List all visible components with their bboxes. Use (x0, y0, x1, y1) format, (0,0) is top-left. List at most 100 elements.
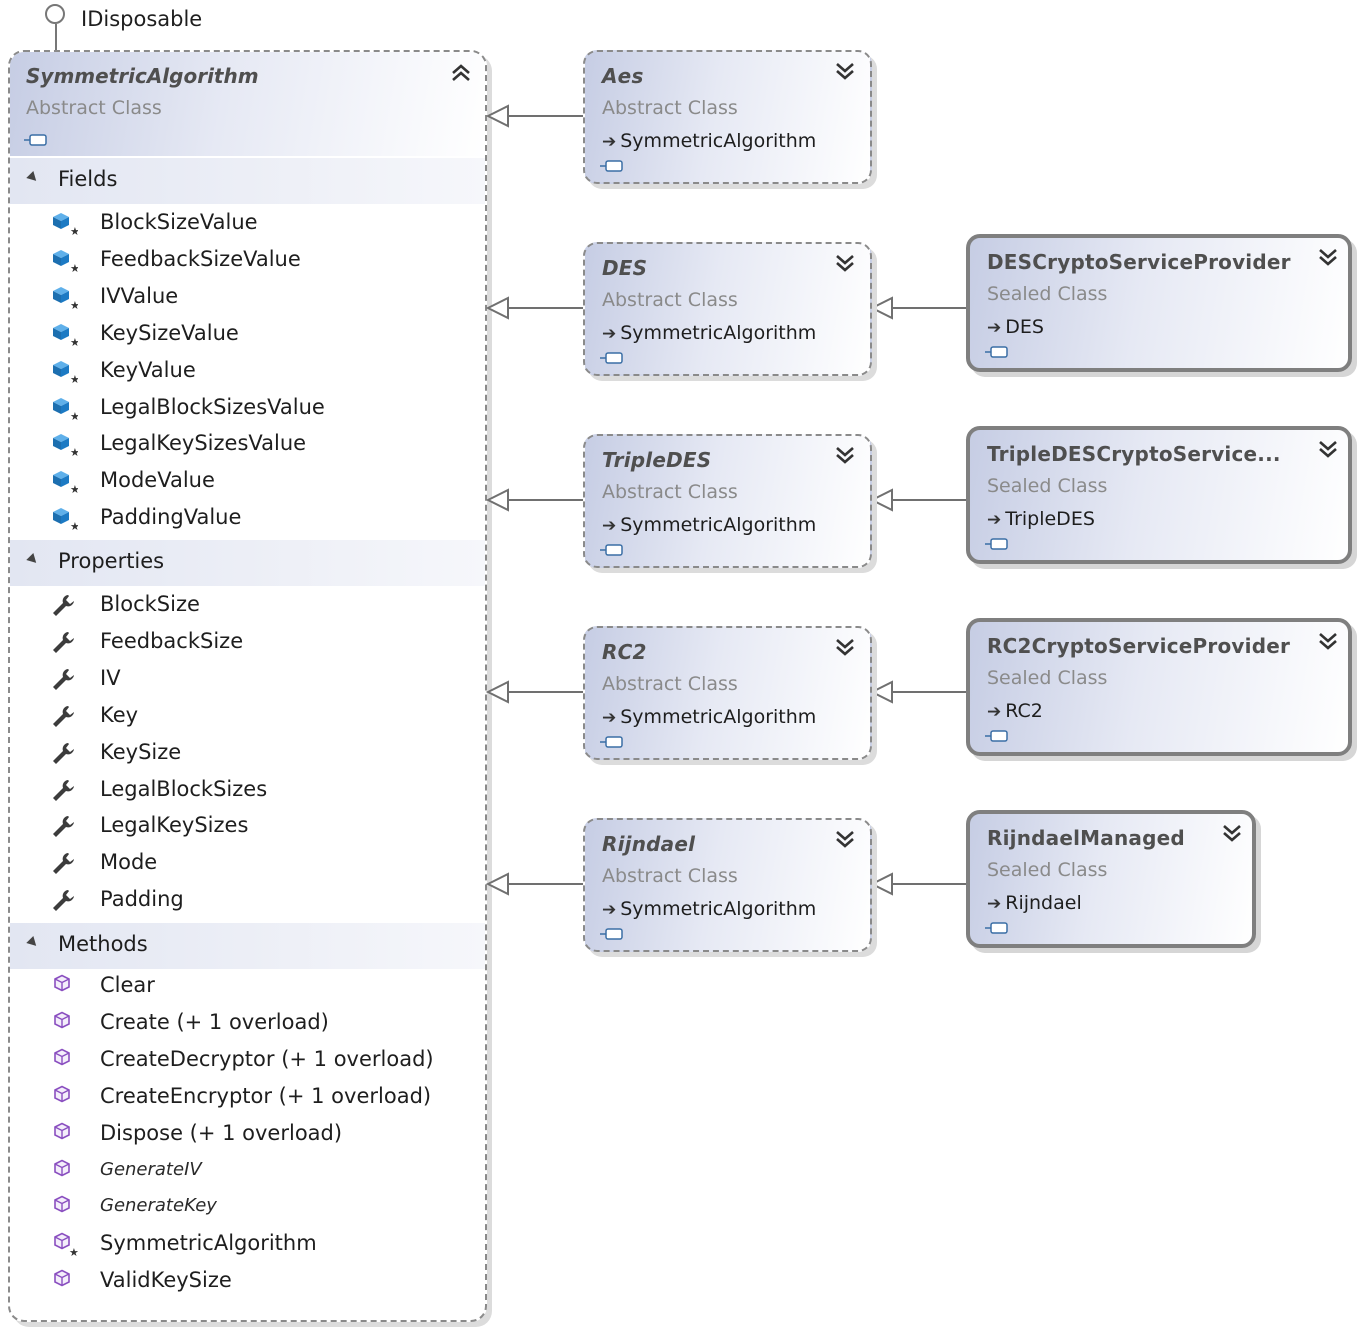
method-item[interactable]: CreateEncryptor (+ 1 overload) (10, 1078, 485, 1115)
wrench-icon (50, 777, 78, 803)
method-item[interactable]: Dispose (+ 1 overload) (10, 1115, 485, 1152)
inheritance-arrow-to-symmetricalgorithm (485, 296, 583, 320)
inherits-arrow-icon: ➔ (987, 510, 1002, 530)
member-label: Key (100, 702, 139, 727)
class-kind: Sealed Class (987, 283, 1108, 305)
svg-text:★: ★ (70, 373, 78, 384)
class-icon (600, 350, 624, 369)
property-item[interactable]: LegalKeySizes (10, 807, 485, 844)
method-item[interactable]: GenerateKey (10, 1188, 485, 1225)
member-label: Clear (100, 973, 155, 997)
member-label: Dispose (+ 1 overload) (100, 1120, 343, 1145)
property-item[interactable]: BlockSize (10, 586, 485, 623)
base-class-label: SymmetricAlgorithm (620, 514, 817, 536)
class-title: SymmetricAlgorithm (26, 64, 259, 88)
field-icon: ★ (50, 210, 80, 238)
field-item[interactable]: ★ KeySizeValue (10, 315, 485, 352)
member-label: FeedbackSizeValue (100, 246, 301, 271)
field-item[interactable]: ★IVValue (10, 278, 485, 315)
field-item[interactable]: ★LegalBlockSizesValue (10, 389, 485, 426)
class-icon (600, 734, 624, 753)
wrench-icon (50, 850, 78, 876)
class-icon (985, 536, 1009, 555)
method-item[interactable]: CreateDecryptor (+ 1 overload) (10, 1041, 485, 1078)
class-kind: Sealed Class (987, 667, 1108, 689)
class-box-symmetricalgorithm[interactable]: SymmetricAlgorithm Abstract Class Fields… (8, 50, 487, 1322)
base-class-ref: ➔DES (987, 316, 1044, 338)
member-label: ValidKeySize (100, 1268, 232, 1293)
field-item[interactable]: ★ LegalKeySizesValue (10, 425, 485, 462)
method-item[interactable]: ★SymmetricAlgorithm (10, 1225, 485, 1262)
expand-triangle-icon[interactable] (26, 170, 40, 185)
member-label: KeySize (100, 739, 182, 764)
inheritance-arrow-to-symmetricalgorithm (485, 104, 583, 128)
class-kind: Sealed Class (987, 859, 1108, 881)
method-item[interactable]: GenerateIV (10, 1152, 485, 1189)
method-cube-icon (50, 973, 78, 999)
svg-text:★: ★ (70, 410, 78, 421)
property-item[interactable]: IV (10, 660, 485, 697)
expand-chevron-icon[interactable] (835, 830, 855, 848)
method-item[interactable]: ValidKeySize (10, 1262, 485, 1299)
field-icon: ★ (50, 321, 80, 349)
class-kind: Abstract Class (602, 865, 738, 887)
property-item[interactable]: KeySize (10, 734, 485, 771)
base-class-label: SymmetricAlgorithm (620, 706, 817, 728)
member-label: CreateEncryptor (+ 1 overload) (100, 1083, 432, 1108)
expand-triangle-icon[interactable] (26, 552, 40, 567)
property-item[interactable]: Padding (10, 881, 485, 918)
expand-chevron-icon[interactable] (835, 638, 855, 656)
svg-text:★: ★ (70, 446, 78, 457)
expand-chevron-icon[interactable] (1318, 248, 1338, 266)
expand-chevron-icon[interactable] (1222, 824, 1242, 842)
property-item[interactable]: Mode (10, 844, 485, 881)
inherits-arrow-icon: ➔ (987, 702, 1002, 722)
field-item[interactable]: ★FeedbackSizeValue (10, 241, 485, 278)
member-label: IV (100, 665, 121, 690)
member-label: BlockSizeValue (100, 210, 258, 234)
expand-chevron-icon[interactable] (835, 62, 855, 80)
svg-text:★: ★ (70, 483, 78, 494)
property-item[interactable]: LegalBlockSizes (10, 771, 485, 808)
svg-text:★: ★ (70, 520, 78, 531)
member-label: LegalKeySizesValue (100, 431, 307, 456)
collapse-chevron-icon[interactable] (451, 64, 471, 86)
inherits-arrow-icon: ➔ (602, 324, 617, 344)
svg-text:★: ★ (69, 1246, 78, 1257)
field-item[interactable]: ★ BlockSizeValue (10, 204, 485, 241)
field-item[interactable]: ★ModeValue (10, 462, 485, 499)
expand-chevron-icon[interactable] (835, 446, 855, 464)
section-header-fields[interactable]: Fields (10, 158, 485, 204)
class-header: SymmetricAlgorithm Abstract Class (10, 52, 485, 156)
sealed-class-box[interactable]: TripleDESCryptoService...Sealed Class➔Tr… (966, 426, 1352, 564)
expand-chevron-icon[interactable] (835, 254, 855, 272)
field-item[interactable]: ★ KeyValue (10, 352, 485, 389)
base-class-ref: ➔SymmetricAlgorithm (602, 322, 816, 344)
expand-chevron-icon[interactable] (1318, 440, 1338, 458)
property-item[interactable]: FeedbackSize (10, 623, 485, 660)
expand-chevron-icon[interactable] (1318, 632, 1338, 650)
wrench-icon (50, 740, 78, 766)
class-title: Rijndael (602, 832, 696, 856)
class-title: DES (602, 256, 648, 280)
method-item[interactable]: Clear (10, 967, 485, 1004)
member-label: KeySizeValue (100, 320, 239, 345)
base-class-label: DES (1005, 316, 1044, 338)
section-header-methods[interactable]: Methods (10, 923, 485, 969)
field-item[interactable]: ★PaddingValue (10, 499, 485, 536)
method-item[interactable]: Create (+ 1 overload) (10, 1004, 485, 1041)
section-header-properties[interactable]: Properties (10, 540, 485, 586)
class-title: DESCryptoServiceProvider (987, 250, 1291, 274)
method-cube-icon (50, 1047, 78, 1073)
expand-triangle-icon[interactable] (26, 935, 40, 950)
property-item[interactable]: Key (10, 697, 485, 734)
member-label: KeyValue (100, 357, 196, 382)
